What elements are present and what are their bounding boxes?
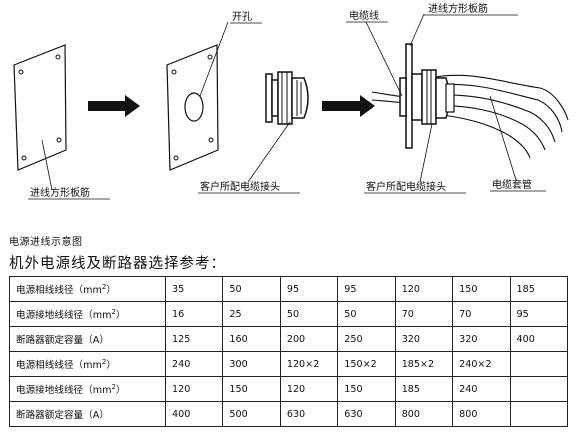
assembled-inlet xyxy=(365,13,569,183)
table-cell: 150 xyxy=(452,276,511,302)
plate-blank xyxy=(13,44,67,191)
cable-gland xyxy=(247,71,309,183)
label-inlet-plate-bottom: 进线方形板筋 xyxy=(30,186,90,199)
table-cell: 50 xyxy=(279,301,339,327)
table-cell: 240×2 xyxy=(452,351,511,377)
table-cell: 400 xyxy=(509,326,569,352)
table-cell: 800 xyxy=(394,401,454,427)
label-cable: 电缆线 xyxy=(349,9,379,22)
table-cell: 50 xyxy=(337,301,396,327)
table-cell: 160 xyxy=(222,326,281,352)
table-cell: 240 xyxy=(452,376,511,402)
arrow-right-icon xyxy=(322,95,375,117)
table-cell: 95 xyxy=(337,276,396,302)
row-header: 电源相线线径（mm2） xyxy=(9,351,166,377)
table-cell: 500 xyxy=(222,401,281,427)
table-cell: 95 xyxy=(279,276,339,302)
table-cell: 250 xyxy=(337,326,396,352)
table-cell: 800 xyxy=(452,401,511,427)
table-cell: 630 xyxy=(279,401,339,427)
table-cell: 320 xyxy=(452,326,511,352)
table-cell: 630 xyxy=(337,401,396,427)
table-cell: 35 xyxy=(164,276,224,302)
row-header: 断路器额定容量（A） xyxy=(9,401,166,427)
table-cell: 120 xyxy=(279,376,339,402)
diagram-caption: 电源进线示意图 xyxy=(9,237,83,248)
table-cell: 320 xyxy=(394,326,454,352)
table-cell xyxy=(509,351,569,377)
table-cell: 185 xyxy=(509,276,569,302)
table-cell: 50 xyxy=(222,276,281,302)
table-cell: 95 xyxy=(509,301,569,327)
label-customer-gland-2: 客户所配电缆接头 xyxy=(366,180,446,193)
table-cell: 185×2 xyxy=(394,351,454,377)
power-inlet-diagram: 进线方形板筋 开孔 客户所配电缆接头 xyxy=(13,2,569,200)
label-cable-sleeve: 电缆套管 xyxy=(492,178,532,191)
table-cell: 185 xyxy=(394,376,454,402)
table-cell: 125 xyxy=(164,326,224,352)
row-header: 断路器额定容量（A） xyxy=(9,326,166,352)
row-header: 电源接地线线径（mm2） xyxy=(9,376,166,402)
table-cell: 150 xyxy=(222,376,281,402)
table-cell: 400 xyxy=(164,401,224,427)
table-cell: 120×2 xyxy=(279,351,339,377)
plate-with-hole xyxy=(166,21,229,171)
label-inlet-plate: 进线方形板筋 xyxy=(428,2,488,15)
table-cell: 70 xyxy=(394,301,454,327)
table-cell: 120 xyxy=(164,376,224,402)
table-cell: 300 xyxy=(222,351,281,377)
table-cell xyxy=(509,401,569,427)
table-cell: 240 xyxy=(164,351,224,377)
row-header: 电源相线线径（mm2） xyxy=(9,276,166,302)
label-open-hole: 开孔 xyxy=(232,11,252,23)
table-cell: 200 xyxy=(279,326,339,352)
arrow-right-icon xyxy=(88,95,140,117)
table-cell: 120 xyxy=(394,276,454,302)
table-cell: 150 xyxy=(337,376,396,402)
table-cell: 150×2 xyxy=(337,351,396,377)
row-header: 电源接地线线径（mm2） xyxy=(9,301,166,327)
table-cell xyxy=(509,376,569,402)
table-cell: 25 xyxy=(222,301,281,327)
table-cell: 16 xyxy=(164,301,224,327)
table-cell: 70 xyxy=(452,301,511,327)
label-customer-gland-1: 客户所配电缆接头 xyxy=(200,180,280,193)
section-heading: 机外电源线及断路器选择参考： xyxy=(9,256,226,272)
